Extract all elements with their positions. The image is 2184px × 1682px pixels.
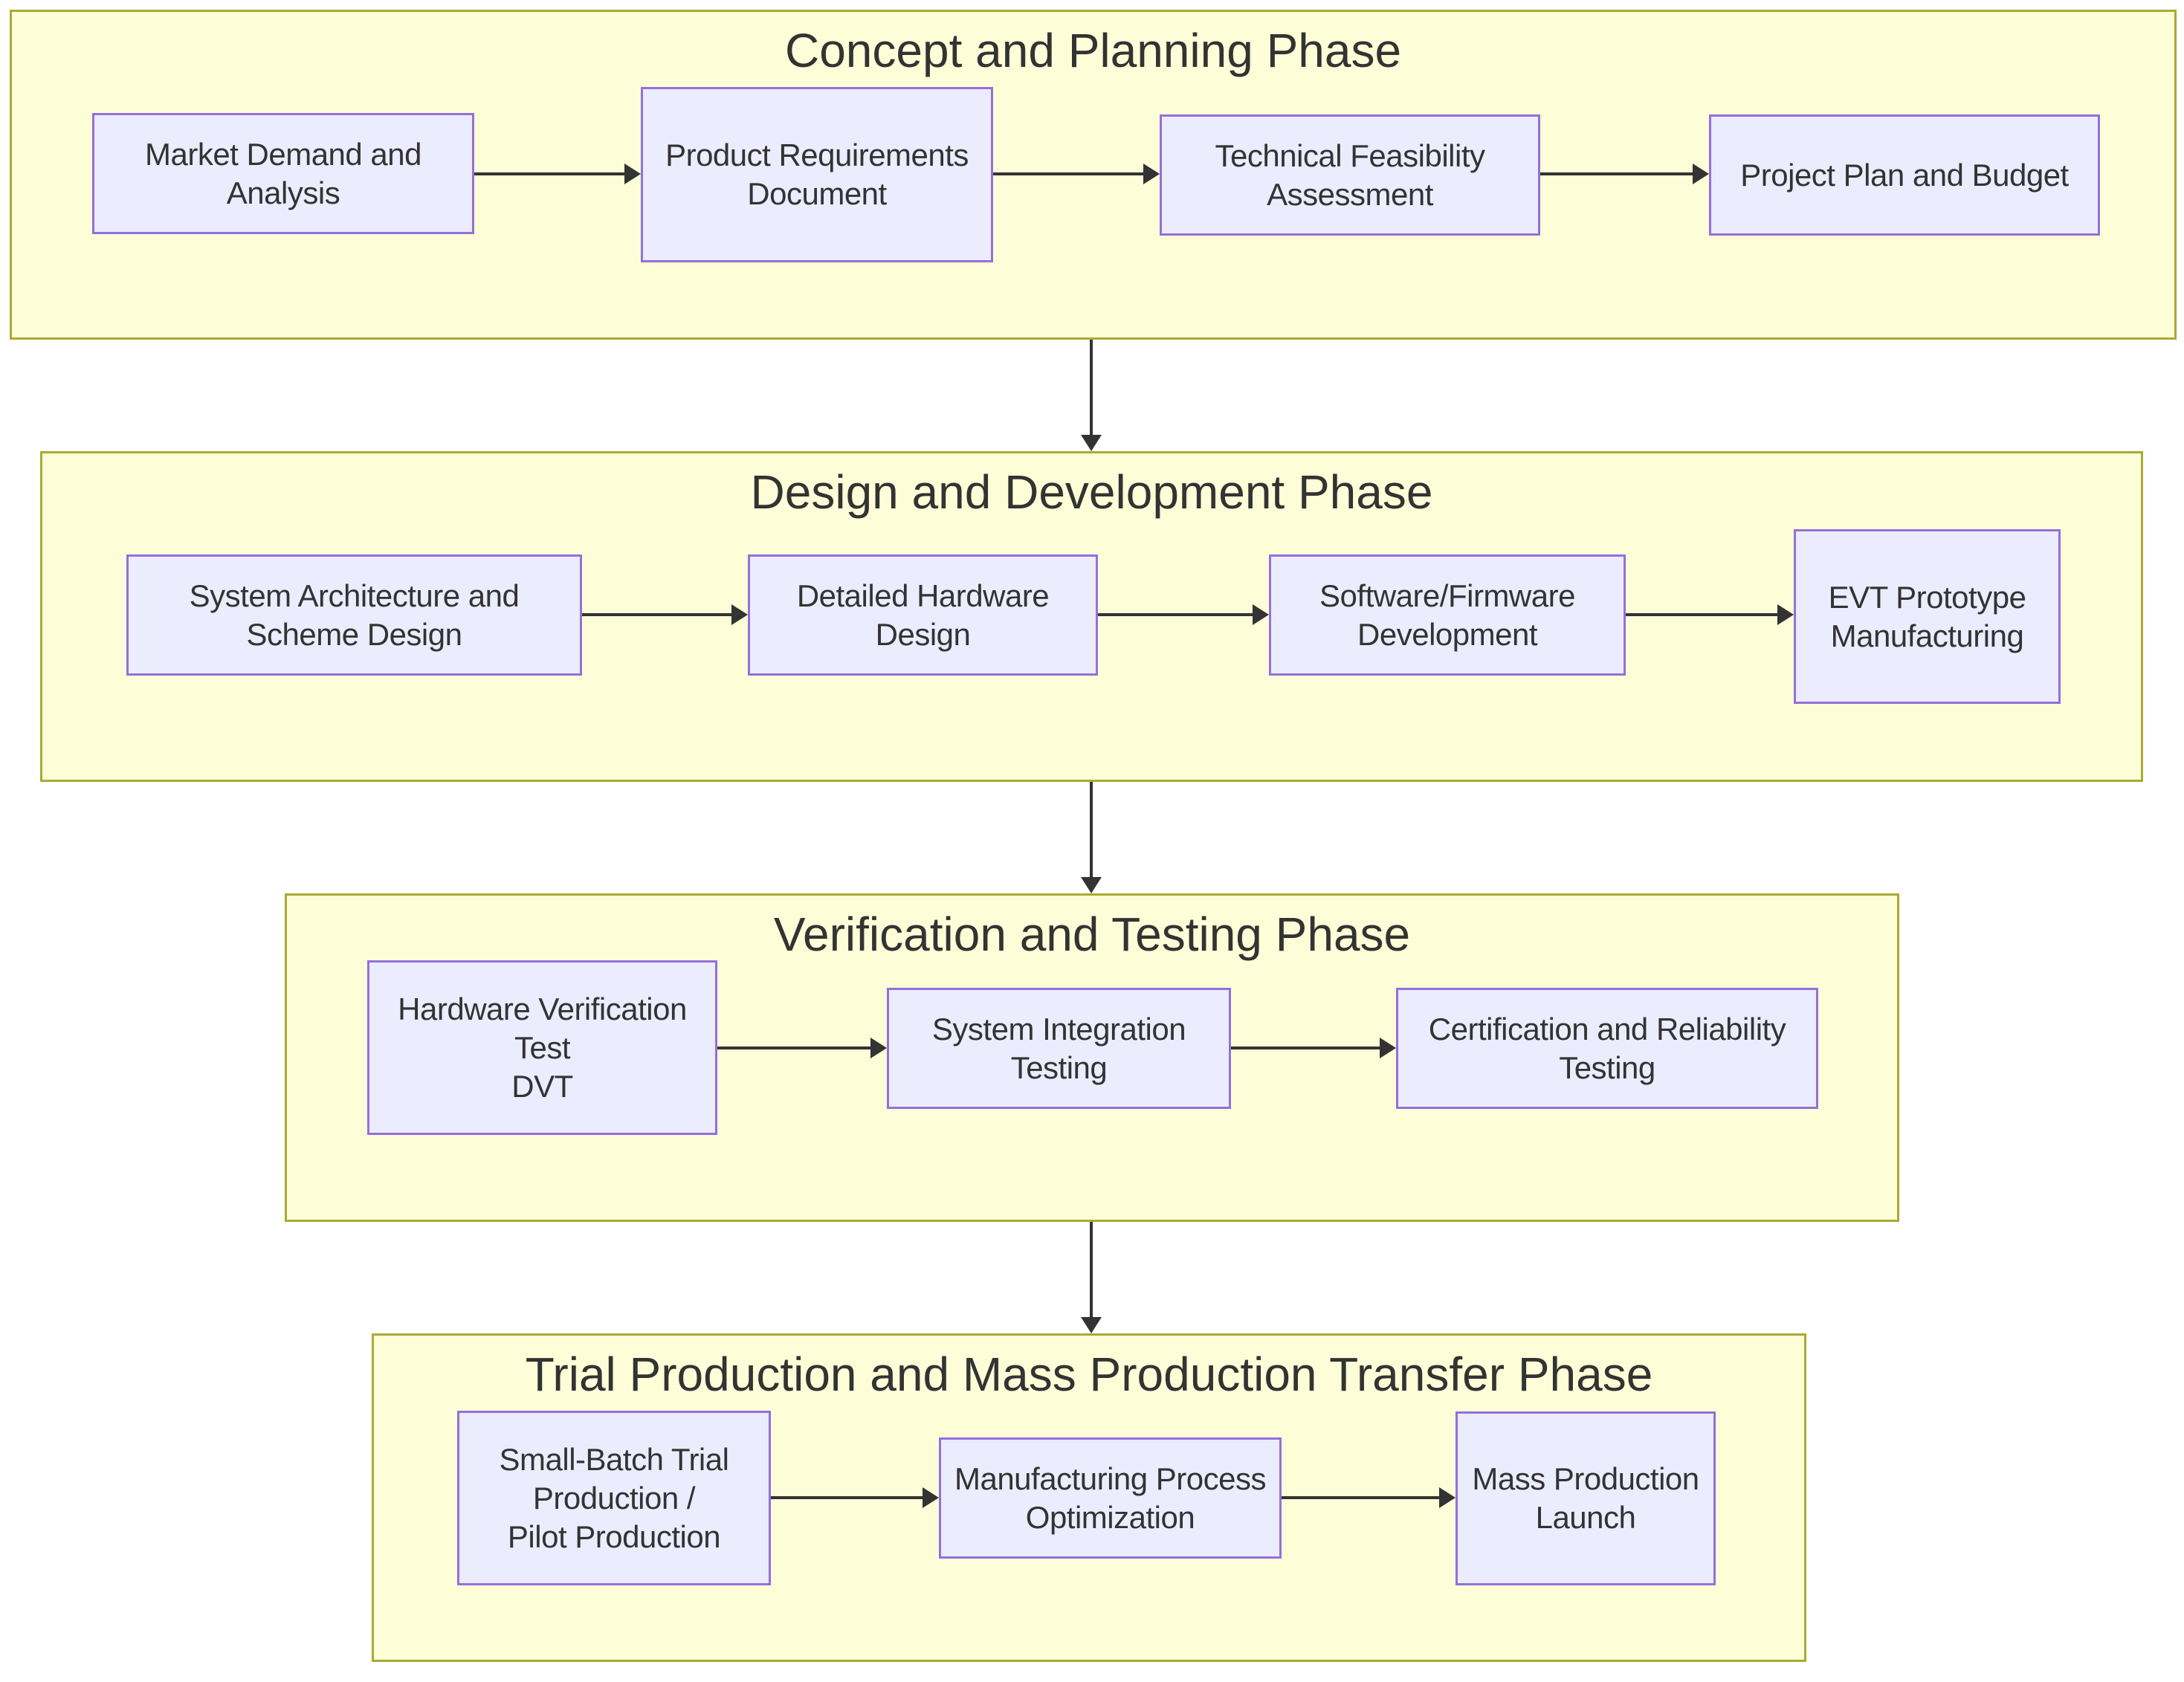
arrowhead-down-icon xyxy=(1081,877,1102,893)
node-certification-reliability-testing: Certification and Reliability Testing xyxy=(1396,988,1818,1109)
node-label: Project Plan and Budget xyxy=(1740,157,2069,193)
node-system-architecture-scheme-design: System Architecture and Scheme Design xyxy=(126,554,582,676)
arrowhead-right-icon xyxy=(1380,1038,1396,1058)
arrowhead-right-icon xyxy=(1693,164,1709,184)
arrowhead-right-icon xyxy=(870,1038,887,1058)
arrowhead-right-icon xyxy=(1253,604,1269,625)
node-label: System Architecture and Scheme Design xyxy=(189,578,520,652)
arrow-line xyxy=(1626,613,1779,616)
node-software-firmware-development: Software/Firmware Development xyxy=(1269,554,1626,676)
node-label: Product Requirements Document xyxy=(665,138,969,211)
node-label: System Integration Testing xyxy=(931,1011,1186,1085)
node-mass-production-launch: Mass Production Launch xyxy=(1456,1411,1716,1585)
node-manufacturing-process-optimization: Manufacturing Process Optimization xyxy=(939,1437,1282,1559)
node-label: Software/Firmware Development xyxy=(1319,578,1575,652)
node-project-plan-and-budget: Project Plan and Budget xyxy=(1709,114,2100,236)
arrow-line xyxy=(717,1047,872,1049)
node-label: Hardware Verification Test DVT xyxy=(398,991,687,1104)
arrowhead-down-icon xyxy=(1081,1317,1102,1333)
arrowhead-right-icon xyxy=(624,164,641,184)
phase-title-design-and-development: Design and Development Phase xyxy=(750,465,1433,519)
node-detailed-hardware-design: Detailed Hardware Design xyxy=(748,554,1098,676)
phase-title-concept-and-planning: Concept and Planning Phase xyxy=(784,24,1402,77)
arrowhead-right-icon xyxy=(731,604,748,625)
node-product-requirements-document: Product Requirements Document xyxy=(641,87,993,262)
node-label: Mass Production Launch xyxy=(1472,1461,1699,1535)
node-label: EVT Prototype Manufacturing xyxy=(1828,579,2026,653)
node-label: Detailed Hardware Design xyxy=(796,578,1050,652)
arrow-line xyxy=(993,172,1145,175)
arrowhead-right-icon xyxy=(1777,604,1794,625)
node-evt-prototype-manufacturing: EVT Prototype Manufacturing xyxy=(1794,529,2061,704)
node-label: Market Demand and Analysis xyxy=(144,136,422,210)
node-small-batch-trial-production: Small-Batch Trial Production / Pilot Pro… xyxy=(457,1411,771,1585)
arrow-line xyxy=(582,613,733,616)
arrow-line xyxy=(1090,1222,1093,1319)
node-hardware-verification-test-dvt: Hardware Verification Test DVT xyxy=(367,960,717,1135)
arrow-line xyxy=(1282,1496,1441,1499)
node-technical-feasibility-assessment: Technical Feasibility Assessment xyxy=(1160,114,1540,236)
arrowhead-right-icon xyxy=(1143,164,1160,184)
phase-title-trial-and-mass-production: Trial Production and Mass Production Tra… xyxy=(525,1348,1653,1401)
arrow-line xyxy=(474,172,626,175)
arrowhead-down-icon xyxy=(1081,435,1102,451)
arrow-line xyxy=(1098,613,1254,616)
arrowhead-right-icon xyxy=(1439,1487,1456,1508)
node-label: Certification and Reliability Testing xyxy=(1428,1011,1786,1085)
arrow-line xyxy=(771,1496,924,1499)
node-label: Technical Feasibility Assessment xyxy=(1215,138,1486,212)
node-market-demand-analysis: Market Demand and Analysis xyxy=(92,113,474,234)
phase-title-verification-and-testing: Verification and Testing Phase xyxy=(773,908,1411,961)
node-label: Small-Batch Trial Production / Pilot Pro… xyxy=(499,1441,729,1554)
arrowhead-right-icon xyxy=(923,1487,939,1508)
arrow-line xyxy=(1090,340,1093,436)
arrow-line xyxy=(1540,172,1694,175)
node-label: Manufacturing Process Optimization xyxy=(954,1461,1267,1535)
arrow-line xyxy=(1090,782,1093,879)
node-system-integration-testing: System Integration Testing xyxy=(887,988,1231,1109)
arrow-line xyxy=(1231,1047,1381,1049)
